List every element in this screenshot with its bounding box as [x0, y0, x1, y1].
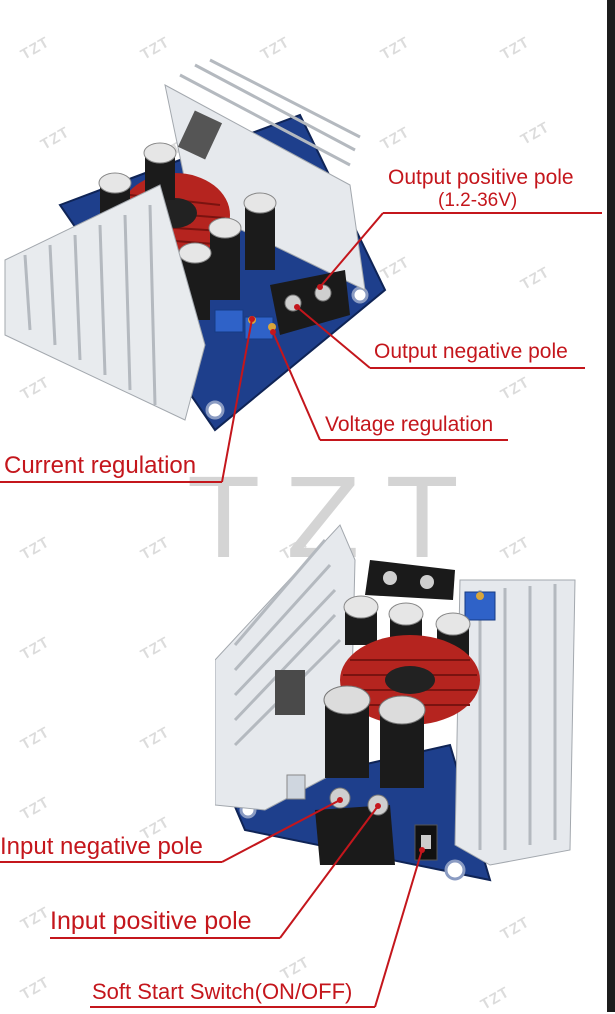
- output-negative-label: Output negative pole: [374, 340, 568, 363]
- image-right-edge: [607, 0, 615, 1012]
- top-board-photo: [4, 58, 387, 432]
- soft-start-switch-label: Soft Start Switch(ON/OFF): [92, 979, 353, 1004]
- output-positive-range-label: (1.2-36V): [438, 190, 518, 211]
- input-negative-label: Input negative pole: [0, 833, 203, 860]
- bottom-board-photo: [215, 524, 576, 882]
- voltage-regulation-label: Voltage regulation: [325, 413, 494, 436]
- output-positive-label: Output positive pole: [388, 166, 574, 189]
- current-regulation-label: Current regulation: [4, 452, 197, 479]
- input-positive-label: Input positive pole: [50, 907, 252, 935]
